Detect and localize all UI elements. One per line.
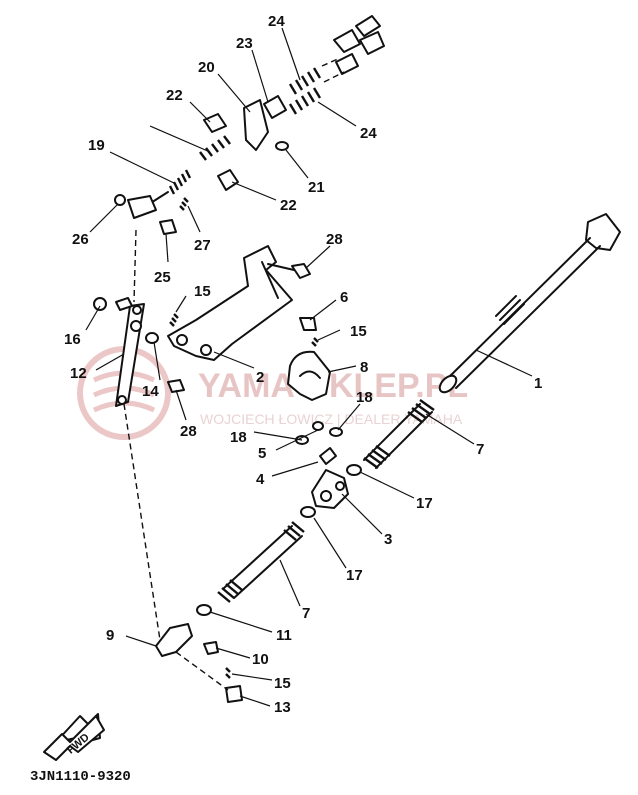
callout-label: 18 xyxy=(356,389,373,406)
callout-label: 23 xyxy=(236,35,253,52)
callout-label: 28 xyxy=(326,231,343,248)
callout-label: 22 xyxy=(166,87,183,104)
part-link-arm xyxy=(93,297,159,407)
callout-label: 15 xyxy=(194,283,211,300)
callout-label: 24 xyxy=(360,125,377,142)
callout-label: 15 xyxy=(274,675,291,692)
callouts: 24 23 20 22 24 19 21 22 26 27 25 28 15 6… xyxy=(64,13,542,716)
callout-label: 6 xyxy=(340,289,348,306)
callout-label: 28 xyxy=(180,423,197,440)
watermark-brand: YAMA-SKLEP.PL xyxy=(198,367,468,405)
callout-label: 11 xyxy=(276,627,292,644)
callout-label: 10 xyxy=(252,651,269,668)
callout-label: 15 xyxy=(350,323,367,340)
part-shaft-upper xyxy=(363,399,435,469)
part-washers xyxy=(295,421,362,518)
part-shift-rod xyxy=(438,213,621,394)
callout-label: 4 xyxy=(256,471,265,488)
linkage-line xyxy=(123,229,161,641)
part-bracket-plate xyxy=(167,245,293,361)
watermark: YAMA-SKLEP.PL WOJCIECH ŁOWICZ | DEALER Y… xyxy=(77,346,468,440)
fwd-arrow-icon: FWD xyxy=(43,713,105,761)
part-shaft-lower xyxy=(217,521,305,603)
callout-label: 16 xyxy=(64,331,81,348)
callout-label: 20 xyxy=(198,59,215,76)
callout-label: 13 xyxy=(274,699,291,716)
callout-label: 7 xyxy=(302,605,310,622)
callout-label: 17 xyxy=(416,495,433,512)
part-bracket-block xyxy=(287,350,331,401)
callout-label: 2 xyxy=(256,369,264,386)
callout-label: 7 xyxy=(476,441,484,458)
callout-label: 24 xyxy=(268,13,285,30)
callout-label: 1 xyxy=(534,375,542,392)
callout-label: 27 xyxy=(194,237,211,254)
part-lever xyxy=(311,447,349,509)
callout-label: 8 xyxy=(360,359,368,376)
callout-label: 26 xyxy=(72,231,89,248)
callout-label: 3 xyxy=(384,531,392,548)
callout-label: 17 xyxy=(346,567,363,584)
leader-lines xyxy=(85,27,533,707)
callout-label: 12 xyxy=(70,365,87,382)
callout-label: 14 xyxy=(142,383,159,400)
callout-label: 19 xyxy=(88,137,105,154)
callout-label: 22 xyxy=(280,197,297,214)
watermark-sub: WOJCIECH ŁOWICZ | DEALER YAMAHA xyxy=(200,411,463,427)
diagram-code: 3JN1110-9320 xyxy=(30,769,131,785)
part-top-assembly xyxy=(114,15,385,235)
part-bolts xyxy=(167,263,319,393)
callout-label: 25 xyxy=(154,269,171,286)
callout-label: 21 xyxy=(308,179,325,196)
callout-label: 5 xyxy=(258,445,266,462)
callout-label: 18 xyxy=(230,429,247,446)
part-bottom-joint xyxy=(155,604,243,703)
callout-label: 9 xyxy=(106,627,114,644)
